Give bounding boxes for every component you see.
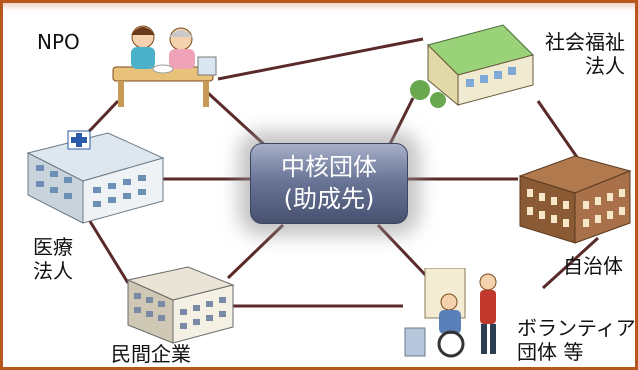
- spoke-company: [226, 223, 285, 280]
- top-shade: [3, 3, 635, 11]
- social-welfare-line1: 社会福祉: [545, 30, 625, 54]
- center-line1: 中核団体: [281, 153, 377, 181]
- node-social-welfare-label: 社会福祉 法人: [525, 30, 625, 78]
- caregiver-meal-icon: [112, 25, 217, 107]
- volunteer-line2: 団体 等: [517, 340, 584, 364]
- center-organization-box: 中核団体 (助成先): [250, 143, 408, 224]
- node-local-gov-label: 自治体: [563, 254, 623, 278]
- node-private-company-label: 民間企業: [111, 342, 191, 366]
- hospital-icon: [26, 130, 165, 224]
- center-organization-text: 中核団体 (助成先): [251, 151, 407, 215]
- edge-company-medical: [86, 217, 130, 284]
- office-building-icon: [126, 266, 235, 344]
- spoke-welfare: [386, 97, 415, 149]
- social-welfare-line2: 法人: [585, 54, 625, 78]
- node-npo-label: NPO: [37, 30, 80, 54]
- welfare-facility-icon: [410, 24, 534, 108]
- wheelchair-care-icon: [404, 268, 497, 358]
- node-volunteer-label: ボランティア 団体 等: [517, 316, 636, 364]
- edge-npo-welfare: [217, 37, 424, 81]
- city-hall-icon: [518, 155, 632, 244]
- medical-line2: 法人: [33, 259, 73, 283]
- medical-line1: 医療: [33, 235, 73, 259]
- edge-localgov-volunteer: [541, 236, 600, 290]
- node-medical-label: 医療 法人: [33, 235, 73, 283]
- center-line2: (助成先): [283, 185, 375, 213]
- spoke-volunteer: [376, 223, 435, 285]
- spoke-npo: [206, 91, 270, 150]
- volunteer-line1: ボランティア: [517, 316, 636, 340]
